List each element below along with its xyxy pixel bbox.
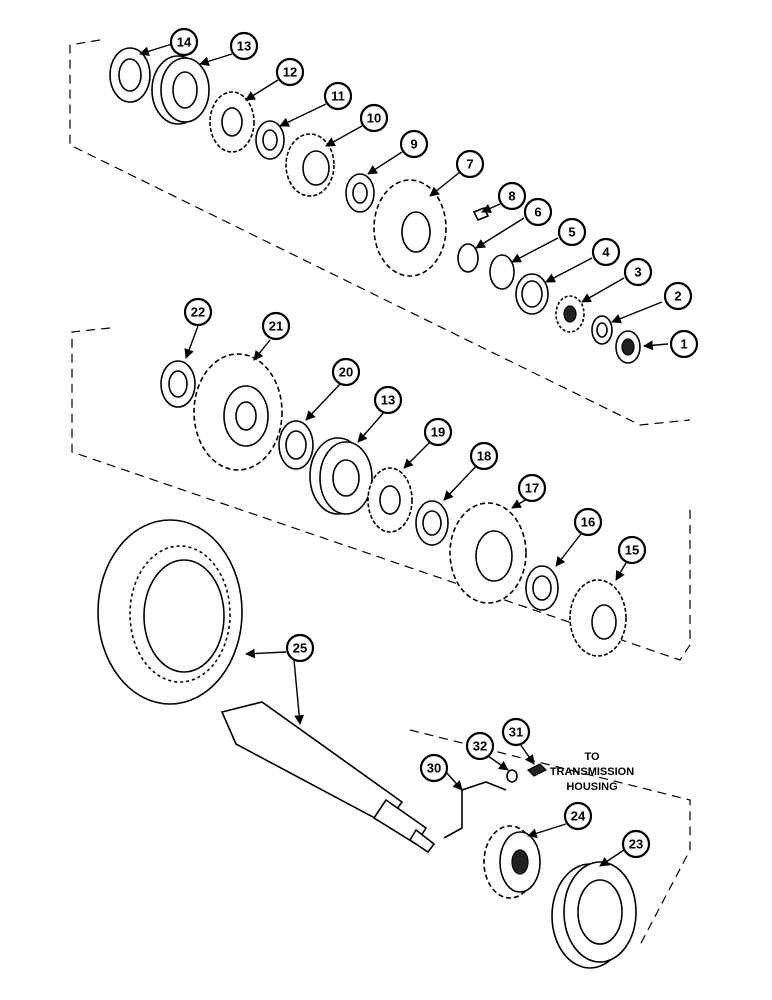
callout-label: 25 [293,641,307,656]
callout-16: 16 [573,507,603,537]
callout-label: 31 [509,725,523,740]
callout-8: 8 [497,181,527,211]
part-31-fitting [526,763,548,777]
part-30-tube [443,781,507,839]
callout-4: 4 [591,237,621,267]
part-9-washer [345,173,375,213]
part-17-gear [449,502,527,604]
part-15-gear [569,579,627,657]
callout-10: 10 [359,103,389,133]
callout-label: 7 [466,157,473,172]
part-12-gear [209,91,255,153]
transmission-housing-note: TO TRANSMISSION HOUSING [550,751,634,793]
upper-group-outline [69,39,691,426]
callout-24: 24 [563,801,593,831]
callout-label: 14 [177,35,192,50]
part-13-synchro-hub [151,55,210,125]
callout-label: 9 [410,137,417,152]
callout-3: 3 [623,257,653,287]
callout-label: 21 [269,319,283,334]
part-1-nut [615,330,641,364]
part-24-bearing-cone [483,825,541,899]
callout-label: 20 [339,365,353,380]
callout-label: 11 [331,89,345,104]
note-line-2: TRANSMISSION [550,766,634,778]
callout-13: 13 [229,31,259,61]
callout-label: 12 [283,65,297,80]
part-19-gear [367,467,413,533]
note-line-3: HOUSING [566,781,617,793]
callout-21: 21 [261,311,291,341]
callout-label: 6 [534,205,541,220]
callout-7: 7 [455,149,485,179]
callout-22: 22 [183,297,213,327]
callout-label: 4 [602,245,610,260]
part-16-washer [525,565,559,611]
callout-label: 8 [508,189,515,204]
callout-14: 14 [169,27,199,57]
middle-group-outline [71,327,691,661]
part-2-washer [591,315,613,345]
callout-label: 18 [477,449,491,464]
callout-label: 23 [629,837,643,852]
callout-label: 22 [191,305,205,320]
callout-label: 16 [581,515,595,530]
callout-31: 31 [501,717,531,747]
callout-label: 3 [634,265,641,280]
part-21-gear [193,353,283,471]
callout-17: 17 [517,473,547,503]
callout-9: 9 [399,129,429,159]
lower-group-outline [409,729,691,946]
callout-label: 1 [680,337,687,352]
callout-label: 5 [568,225,575,240]
note-line-1: TO [584,751,600,763]
callout-13-middle: 13 [373,385,403,415]
part-10-gear [285,133,335,197]
callout-15: 15 [617,535,647,565]
part-20-washer [278,420,314,470]
part-7-sprocket [373,179,447,277]
part-14-washer [109,47,151,103]
callout-label: 2 [674,289,681,304]
part-22-washer [160,360,196,408]
callout-18: 18 [469,441,499,471]
callout-30: 30 [419,753,449,783]
callout-label: 24 [571,809,586,824]
part-32-o-ring [506,769,518,783]
callout-12: 12 [275,57,305,87]
part-5-snap-ring [489,254,515,290]
callout-19: 19 [423,417,453,447]
part-6-snap-ring [457,243,479,273]
callout-label: 32 [473,739,487,754]
callout-25: 25 [285,633,315,663]
part-25-pinion-shaft [220,701,436,854]
callout-label: 10 [367,111,381,126]
callout-label: 15 [625,543,639,558]
callout-23: 23 [621,829,651,859]
part-23-bearing-cup [551,861,637,969]
part-13-synchro-hub-middle [309,437,373,515]
part-25-ring-gear [97,519,243,705]
callout-5: 5 [557,217,587,247]
part-11-washer [255,120,285,160]
callout-label: 30 [427,761,441,776]
part-3-bearing-cone [555,295,585,333]
callout-label: 13 [381,393,395,408]
callout-label: 13 [237,39,251,54]
callout-1: 1 [669,329,699,359]
callout-6: 6 [523,197,553,227]
callout-20: 20 [331,357,361,387]
callout-label: 17 [525,481,539,496]
part-18-washer [415,500,449,546]
callout-label: 19 [431,425,445,440]
callout-2: 2 [663,281,693,311]
callout-32: 32 [465,731,495,761]
callout-11: 11 [323,81,353,111]
part-4-bearing-cup [515,273,549,315]
